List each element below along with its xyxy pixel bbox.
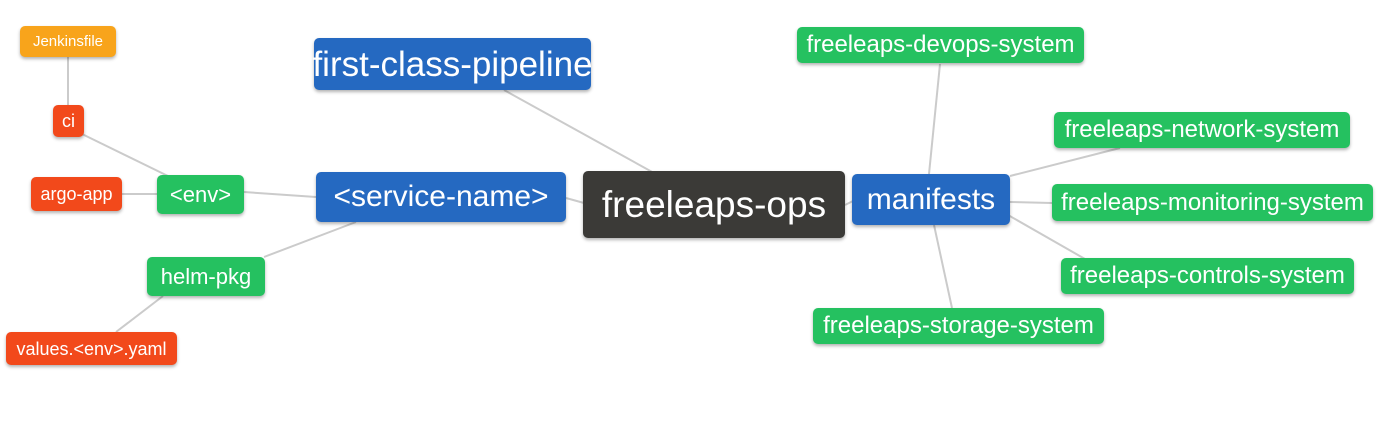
node-freeleaps-devops-system[interactable]: freeleaps-devops-system: [797, 27, 1084, 63]
node-service-name[interactable]: <service-name>: [316, 172, 566, 222]
node-argo-app[interactable]: argo-app: [31, 177, 122, 211]
node-manifests[interactable]: manifests: [852, 174, 1010, 225]
edge-freeleaps-devops-system-to-manifests: [928, 63, 941, 175]
edge-env-to-service-name: [243, 191, 317, 198]
edge-manifests-to-freeleaps-monitoring-system: [1009, 201, 1053, 204]
edge-helm-pkg-to-values-env-yaml: [115, 295, 164, 333]
node-ci[interactable]: ci: [53, 105, 84, 137]
node-jenkinsfile[interactable]: Jenkinsfile: [20, 26, 116, 57]
edge-freeleaps-ops-to-manifests: [844, 200, 854, 206]
node-freeleaps-ops[interactable]: freeleaps-ops: [583, 171, 845, 238]
edge-manifests-to-freeleaps-storage-system: [933, 224, 953, 309]
node-first-class-pipeline[interactable]: first-class-pipeline: [312, 38, 593, 90]
node-helm-pkg[interactable]: helm-pkg: [147, 257, 265, 296]
edge-first-class-pipeline-to-freeleaps-ops: [503, 89, 655, 174]
node-values-env-yaml[interactable]: values.<env>.yaml: [6, 332, 177, 365]
node-freeleaps-monitoring-system[interactable]: freeleaps-monitoring-system: [1052, 184, 1373, 221]
edge-service-name-to-freeleaps-ops: [565, 197, 585, 204]
node-freeleaps-controls-system[interactable]: freeleaps-controls-system: [1061, 258, 1354, 294]
node-env[interactable]: <env>: [157, 175, 244, 214]
node-freeleaps-network-system[interactable]: freeleaps-network-system: [1054, 112, 1350, 148]
node-freeleaps-storage-system[interactable]: freeleaps-storage-system: [813, 308, 1104, 344]
edge-service-name-to-helm-pkg: [263, 221, 357, 258]
edge-ci-to-env: [81, 133, 171, 178]
edge-manifests-to-freeleaps-network-system: [1009, 147, 1121, 177]
edge-manifests-to-freeleaps-controls-system: [1007, 214, 1086, 260]
